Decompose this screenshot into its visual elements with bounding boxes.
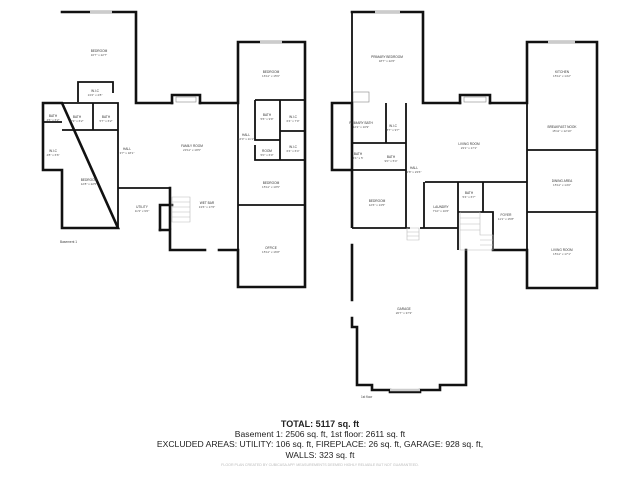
area-summary: TOTAL: 5117 sq. ft Basement 1: 2506 sq. …: [0, 419, 640, 460]
room-dims: 15'11" x 16'8": [262, 250, 280, 254]
room-dims: 3'8" x 23'6": [407, 170, 422, 174]
walls-area: WALLS: 323 sq. ft: [285, 449, 355, 460]
floor-label: 1st floor: [361, 395, 373, 399]
room-name: W.I.C: [289, 115, 297, 119]
room-name: BREAKFAST NOOK: [548, 125, 578, 129]
room-dims: 5'6" x 9'9": [260, 117, 273, 121]
first-floor-stairs: [406, 211, 494, 251]
room-name: GARAGE: [397, 307, 411, 311]
room-name: LIVING ROOM: [458, 142, 480, 146]
room-name: BEDROOM: [263, 181, 280, 185]
room-dims: 7'10" x 10'6": [433, 209, 449, 213]
room-dims: 16'7" x 22'7": [91, 53, 107, 57]
room-dims: 15'11" x 12'10": [552, 129, 572, 133]
room-dims: 4'8" x 6'6": [46, 153, 59, 157]
room-name: OFFICE: [265, 246, 277, 250]
room-dims: 13'2" x 4'8": [88, 93, 103, 97]
room-dims: 26'7" x 37'3": [396, 311, 412, 315]
room-dims: 15'11" x 10'5": [262, 185, 280, 189]
room-dims: 12'6" x 13'5": [369, 203, 385, 207]
disclaimer: FLOOR PLAN CREATED BY CUBICASA APP. MEAS…: [221, 463, 419, 467]
room-name: LAUNDRY: [433, 205, 449, 209]
room-name: W.I.C: [91, 89, 99, 93]
first-floor-room-labels: PRIMARY BEDROOM 18'7" x 22'6" PRIMARY BA…: [349, 55, 577, 399]
room-name: BATH: [354, 152, 363, 156]
room-name: BATH: [263, 113, 272, 117]
room-dims: 11'3" x 9'0": [135, 209, 150, 213]
room-dims: 6'4" x 6'4": [286, 149, 299, 153]
room-name: PRIMARY BEDROOM: [371, 55, 403, 59]
room-dims: 23'11" x 19'5": [183, 148, 201, 152]
room-name: WET BAR: [200, 201, 215, 205]
room-dims: 4'1" x 5': [353, 156, 364, 160]
room-dims: 8'7" x 9'7": [386, 128, 399, 132]
room-name: KITCHEN: [555, 70, 570, 74]
room-name: W.I.C: [289, 145, 297, 149]
room-dims: 13'6" x 17'6": [199, 205, 215, 209]
room-dims: 15'11" x 17'1": [553, 252, 571, 256]
room-dims: 16'11" x 15'6": [262, 74, 280, 78]
room-name: W.I.C: [49, 149, 57, 153]
room-dims: 12'2" x 10'9": [353, 125, 369, 129]
room-dims: 6'4" x 7'0": [286, 119, 299, 123]
room-name: BATH: [387, 155, 396, 159]
room-name: BEDROOM: [263, 70, 280, 74]
room-name: BEDROOM: [369, 199, 386, 203]
room-dims: 11'1" x 15'8": [498, 217, 514, 221]
basement-floor-plan: [41, 10, 307, 289]
room-dims: 4'6" x 6'2": [46, 118, 59, 122]
room-name: FAMILY ROOM: [181, 144, 203, 148]
basement-stairs: [171, 196, 191, 223]
room-name: FOYER: [501, 213, 513, 217]
floor-label: Basement 1: [60, 240, 77, 244]
room-dims: 5'0" x 6'0": [260, 153, 273, 157]
first-floor-plan: [330, 10, 599, 394]
room-name: LIVING ROOM: [551, 248, 573, 252]
total-area: TOTAL: 5117 sq. ft: [280, 419, 360, 429]
room-dims: 16'0" x 11'1": [238, 137, 254, 141]
room-name: BATH: [465, 191, 474, 195]
room-dims: 5'7" x 6'2": [99, 119, 112, 123]
room-name: BATH: [73, 115, 82, 119]
room-dims: 15'11" x 14'0": [553, 183, 571, 187]
room-dims: 12'8" x 22'5": [81, 182, 97, 186]
room-dims: 3'7" x 18'1": [120, 151, 135, 155]
room-name: UTILITY: [136, 205, 149, 209]
room-dims: 18'7" x 22'6": [379, 59, 395, 63]
room-dims: 9'0" x 5'4": [384, 159, 397, 163]
basement-room-labels: BEDROOM 16'7" x 22'7" W.I.C 13'2" x 4'8"…: [46, 49, 299, 254]
room-name: BATH: [102, 115, 111, 119]
excluded-areas: EXCLUDED AREAS: UTILITY: 106 sq. ft, FIR…: [156, 439, 484, 450]
room-name: W.I.C: [389, 124, 397, 128]
room-name: PRIMARY BATH: [349, 121, 373, 125]
room-name: DINING AREA: [552, 179, 573, 183]
room-name: HALL: [242, 133, 250, 137]
room-name: BEDROOM: [81, 178, 98, 182]
room-name: BATH: [49, 114, 58, 118]
room-name: ROOM: [262, 149, 272, 153]
room-name: HALL: [123, 147, 131, 151]
floor-areas: Basement 1: 2506 sq. ft, 1st floor: 2611…: [234, 429, 406, 440]
room-name: BEDROOM: [91, 49, 108, 53]
room-dims: 23'1" x 17'1": [461, 146, 477, 150]
room-dims: 5'4" x 6'7": [462, 195, 475, 199]
room-name: HALL: [410, 166, 418, 170]
room-dims: 6'9" x 6'2": [70, 119, 83, 123]
room-dims: 15'11" x 14'2": [553, 74, 571, 78]
